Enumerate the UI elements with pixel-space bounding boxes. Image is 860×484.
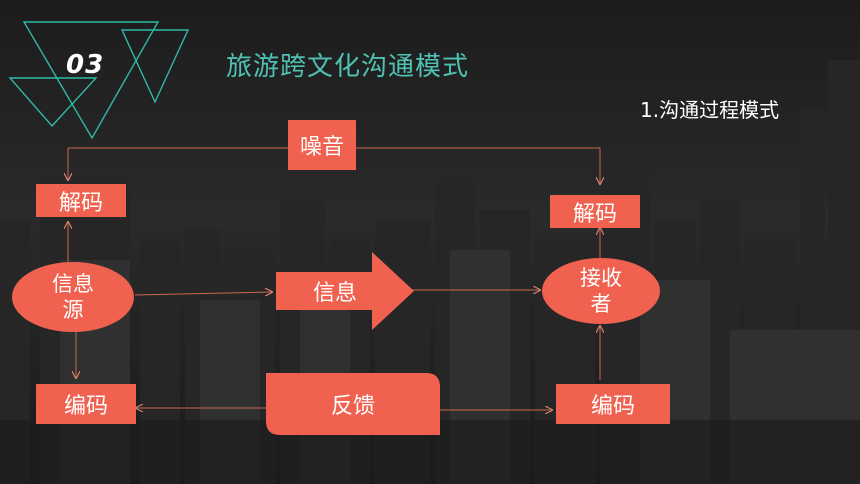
slide-subtitle: 1.沟通过程模式 (640, 98, 780, 122)
slide-title: 旅游跨文化沟通模式 (226, 52, 470, 82)
receiver-ellipse: 接收 者 (542, 258, 660, 324)
section-number: 03 (66, 50, 105, 80)
feedback-label: 反馈 (330, 394, 375, 419)
feedback-shape (266, 373, 440, 435)
encode-left-label: 编码 (63, 394, 108, 419)
decode-right-label: 解码 (572, 201, 617, 227)
decode-right-box: 解码 (550, 195, 640, 228)
decode-left-box: 解码 (36, 184, 126, 217)
source-ellipse: 信息 源 (12, 262, 134, 332)
encode-left-box: 编码 (36, 384, 136, 424)
receiver-label: 接收 者 (580, 265, 622, 316)
encode-right-label: 编码 (590, 394, 635, 419)
message-arrow (276, 252, 414, 330)
encode-right-box: 编码 (556, 384, 670, 424)
noise-label: 噪音 (299, 135, 344, 160)
message-label: 信息 (312, 281, 357, 306)
source-label: 信息 源 (52, 271, 94, 322)
decode-left-label: 解码 (58, 190, 103, 216)
noise-box: 噪音 (288, 120, 356, 170)
